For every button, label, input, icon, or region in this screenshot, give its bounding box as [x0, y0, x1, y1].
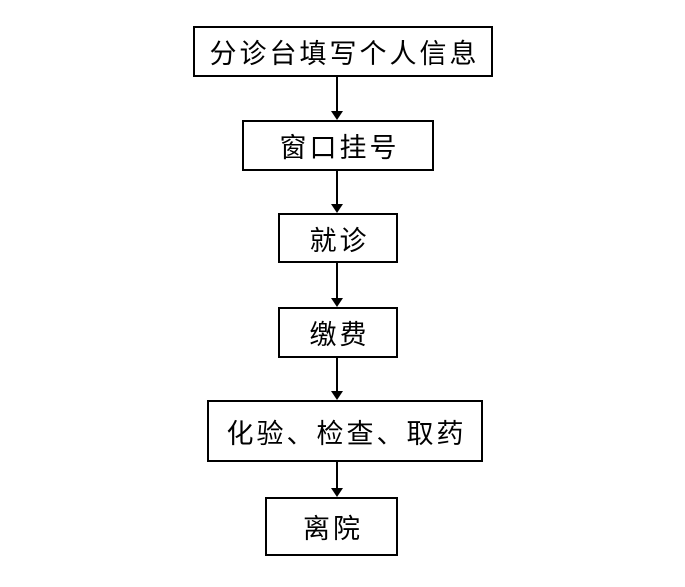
arrow-head-icon — [330, 488, 343, 497]
arrow-down-icon — [330, 358, 343, 400]
arrow-head-icon — [330, 204, 343, 213]
flow-node-triage-info: 分诊台填写个人信息 — [193, 26, 493, 77]
arrow-down-icon — [330, 263, 343, 307]
flow-node-window-registration: 窗口挂号 — [242, 120, 434, 171]
arrow-down-icon — [330, 462, 343, 497]
arrow-head-icon — [330, 111, 343, 120]
arrow-down-icon — [330, 171, 343, 213]
arrow-shaft — [335, 462, 338, 488]
arrow-head-icon — [330, 298, 343, 307]
arrow-shaft — [335, 171, 338, 204]
arrow-head-icon — [330, 391, 343, 400]
flow-node-payment: 缴费 — [278, 307, 398, 358]
arrow-shaft — [335, 263, 338, 298]
arrow-shaft — [335, 358, 338, 391]
arrow-down-icon — [330, 77, 343, 120]
arrow-shaft — [335, 77, 338, 111]
flow-node-leave-hospital: 离院 — [265, 497, 398, 556]
flow-node-see-doctor: 就诊 — [278, 213, 398, 263]
flow-node-tests-exams-medicine: 化验、检查、取药 — [207, 400, 483, 462]
